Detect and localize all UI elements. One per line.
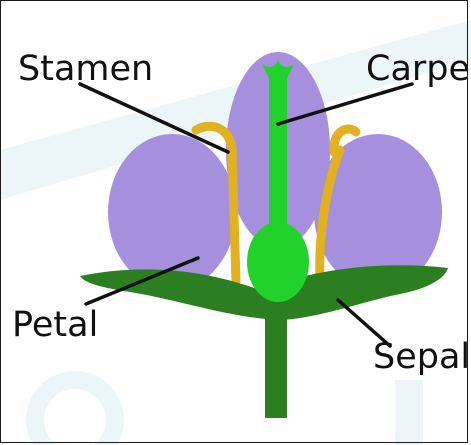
diagram-border — [0, 0, 468, 443]
flower-diagram: Stamen Carpel Petal Sepal — [0, 0, 471, 445]
